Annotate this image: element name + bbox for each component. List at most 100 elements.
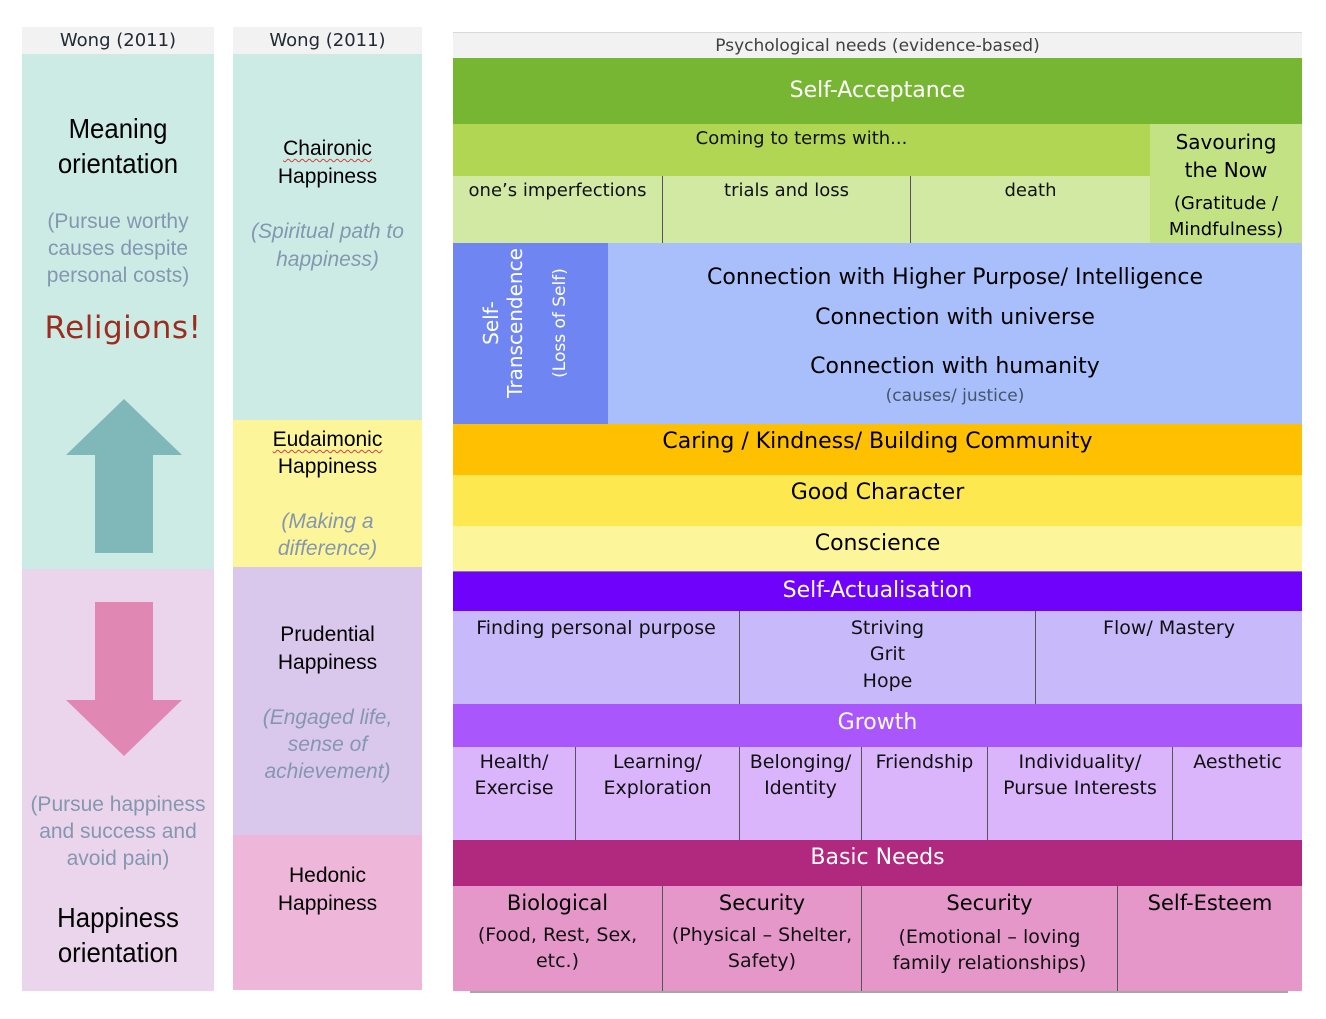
savouring-title-line2: the Now: [1184, 158, 1268, 182]
sa-item-striving: Striving Grit Hope: [739, 611, 1035, 704]
growth-item-belonging-line2: Identity: [764, 777, 837, 799]
self-transcendence-label-line2: Transcendence: [503, 248, 527, 398]
savouring-the-now-cell: Savouring the Now (Gratitude / Mindfulne…: [1150, 124, 1302, 243]
happiness-orientation-desc-line3: avoid pain): [66, 847, 170, 870]
sa-item-purpose-text: Finding personal purpose: [476, 617, 716, 639]
basic-item-security-physical-desc1: (Physical – Shelter,: [671, 924, 853, 946]
self-acceptance-details: Coming to terms with... one’s imperfecti…: [453, 124, 1302, 243]
chaironic-title-text: Chaironic: [283, 137, 372, 160]
prudential-desc-line1: (Engaged life,: [262, 706, 393, 729]
hedonic-title-line2: Happiness: [277, 892, 378, 915]
column2-header: Wong (2011): [233, 27, 422, 54]
happiness-orientation-title-line2: orientation: [57, 937, 179, 968]
basic-item-self-esteem: Self-Esteem: [1117, 886, 1302, 991]
hedonic-happiness-band: Hedonic Happiness: [233, 835, 422, 990]
meaning-orientation-desc-line1: (Pursue worthy: [47, 210, 189, 233]
growth-item-health-line1: Health/: [479, 751, 549, 773]
connection-higher-purpose: Connection with Higher Purpose/ Intellig…: [707, 265, 1203, 290]
basic-item-security-physical-title: Security: [718, 891, 806, 915]
growth-item-belonging: Belonging/ Identity: [739, 747, 861, 840]
loss-of-self-label: (Loss of Self): [550, 268, 570, 378]
basic-item-security-physical-desc2: Safety): [727, 950, 797, 972]
happiness-orientation-desc-line2: and success and: [39, 820, 197, 843]
causes-justice-note: (causes/ justice): [885, 386, 1025, 406]
growth-item-friendship: Friendship: [861, 747, 987, 840]
chaironic-title-line1: Chaironic: [233, 135, 422, 163]
basic-item-security-emotional-desc2: family relationships): [892, 952, 1087, 974]
eudaimonic-title-line2: Happiness: [277, 455, 378, 478]
growth-item-individuality-line1: Individuality/: [1018, 751, 1142, 773]
self-transcendence-row: Self- Transcendence (Loss of Self) Conne…: [453, 243, 1302, 424]
terms-item-imperfections: one’s imperfections: [453, 176, 662, 243]
connection-universe: Connection with universe: [815, 305, 1095, 330]
meaning-orientation-title-line1: Meaning: [68, 113, 168, 144]
growth-item-learning-line1: Learning/: [613, 751, 702, 773]
terms-item-death: death: [910, 176, 1150, 243]
eudaimonic-desc-line2: difference): [277, 537, 378, 560]
meaning-orientation-title-line2: orientation: [57, 148, 179, 179]
basic-item-biological: Biological (Food, Rest, Sex, etc.): [453, 886, 662, 991]
self-acceptance-row: Self-Acceptance: [453, 58, 1302, 124]
happiness-orientation-panel: (Pursue happiness and success and avoid …: [22, 569, 214, 991]
chaironic-happiness-band: Chaironic Happiness (Spiritual path to h…: [233, 54, 422, 420]
savouring-title-line1: Savouring: [1175, 130, 1277, 154]
basic-item-biological-desc1: (Food, Rest, Sex,: [477, 924, 638, 946]
self-actualisation-items: Finding personal purpose Striving Grit H…: [453, 611, 1302, 704]
orientation-column: Wong (2011) Meaning orientation (Pursue …: [22, 27, 214, 991]
chaironic-title-line2: Happiness: [277, 165, 378, 188]
sa-item-flow: Flow/ Mastery: [1035, 611, 1302, 704]
growth-item-individuality-line2: Pursue Interests: [1003, 777, 1157, 799]
basic-item-security-emotional-desc1: (Emotional – loving: [898, 926, 1081, 948]
meaning-orientation-desc-line2: causes despite: [47, 237, 189, 260]
coming-to-terms-label: Coming to terms with...: [453, 124, 1150, 176]
sa-item-striving-text: Striving: [850, 617, 925, 639]
caring-kindness-row: Caring / Kindness/ Building Community: [453, 424, 1302, 475]
growth-item-friendship-line1: Friendship: [875, 751, 974, 773]
basic-item-biological-title: Biological: [506, 891, 609, 915]
prudential-desc-line2: sense of: [287, 733, 368, 756]
growth-item-health: Health/ Exercise: [453, 747, 575, 840]
sa-item-hope-text: Hope: [862, 670, 913, 692]
terms-item-trials: trials and loss: [662, 176, 910, 243]
good-character-row: Good Character: [453, 475, 1302, 526]
basic-item-biological-desc2: etc.): [535, 950, 580, 972]
hedonic-title-line1: Hedonic: [288, 864, 367, 887]
meaning-orientation-panel: Meaning orientation (Pursue worthy cause…: [22, 54, 214, 569]
growth-item-belonging-line1: Belonging/: [749, 751, 852, 773]
savouring-desc-line2: Mindfulness): [1168, 219, 1284, 240]
prudential-title-line1: Prudential: [280, 623, 375, 646]
happiness-orientation-desc-line1: (Pursue happiness: [30, 793, 206, 816]
growth-item-learning-line2: Exploration: [603, 777, 712, 799]
religions-callout: Religions!: [44, 310, 202, 346]
prudential-title-line2: Happiness: [277, 651, 378, 674]
happiness-orientation-title-line1: Happiness: [57, 902, 179, 933]
growth-item-individuality: Individuality/ Pursue Interests: [987, 747, 1172, 840]
connection-humanity: Connection with humanity: [810, 354, 1100, 379]
conscience-row: Conscience: [453, 526, 1302, 571]
basic-needs-row: Basic Needs: [453, 840, 1302, 886]
prudential-desc-line3: achievement): [264, 760, 391, 783]
growth-row: Growth: [453, 704, 1302, 747]
chaironic-desc-line2: happiness): [276, 248, 379, 271]
connection-list: Connection with Higher Purpose/ Intellig…: [608, 243, 1302, 424]
self-actualisation-row: Self-Actualisation: [453, 571, 1302, 611]
arrow-down-icon: [66, 602, 182, 756]
arrow-up-icon: [66, 399, 182, 553]
chaironic-desc-line1: (Spiritual path to: [251, 220, 404, 243]
psychological-needs-table: Psychological needs (evidence-based) Sel…: [453, 32, 1302, 992]
savouring-desc-line1: (Gratitude /: [1173, 193, 1279, 214]
growth-items: Health/ Exercise Learning/ Exploration B…: [453, 747, 1302, 840]
happiness-types-column: Wong (2011) Chaironic Happiness (Spiritu…: [233, 27, 422, 990]
table-bottom-shadow: [470, 991, 1288, 993]
sa-item-purpose: Finding personal purpose: [453, 611, 739, 704]
sa-item-grit-text: Grit: [869, 643, 906, 665]
basic-item-security-physical: Security (Physical – Shelter, Safety): [662, 886, 861, 991]
meaning-orientation-desc-line3: personal costs): [46, 264, 190, 287]
growth-item-aesthetic: Aesthetic: [1172, 747, 1302, 840]
basic-needs-items: Biological (Food, Rest, Sex, etc.) Secur…: [453, 886, 1302, 991]
basic-item-self-esteem-title: Self-Esteem: [1147, 891, 1273, 915]
eudaimonic-title-line1: Eudaimonic: [233, 426, 422, 454]
basic-item-security-emotional: Security (Emotional – loving family rela…: [861, 886, 1117, 991]
growth-item-health-line2: Exercise: [474, 777, 554, 799]
sa-item-flow-text: Flow/ Mastery: [1103, 617, 1235, 639]
